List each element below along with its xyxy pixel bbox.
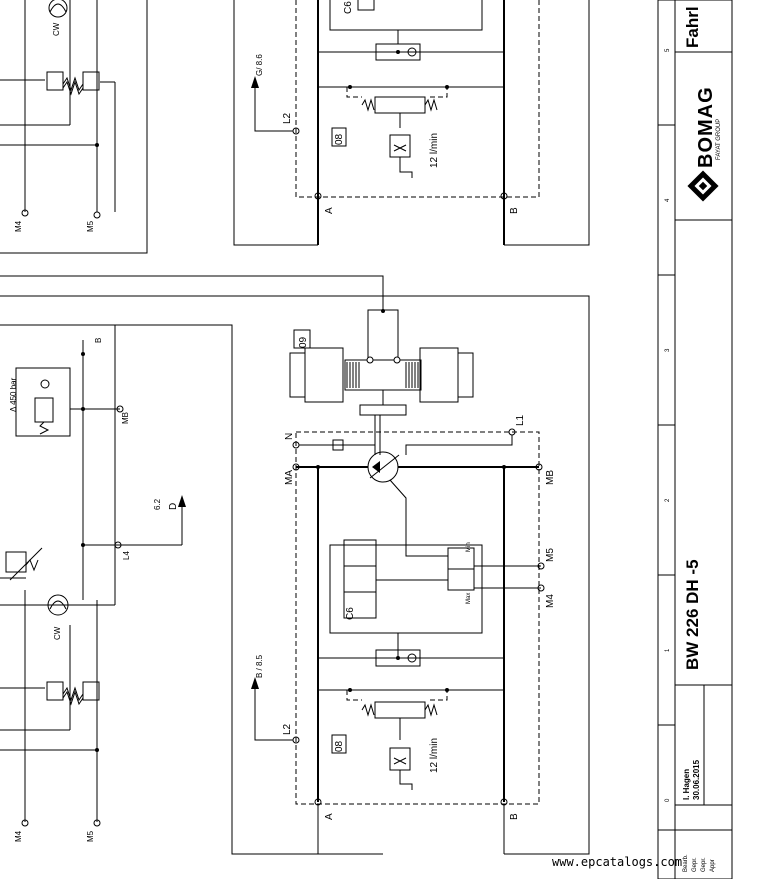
port-b-top: B (509, 207, 520, 214)
row-label-gepr-2: Gepr. (701, 857, 707, 872)
left-circuit-top: CW M4 M5 (0, 0, 148, 254)
pressure-label: Δ 450 bar (9, 377, 18, 412)
row-label-bearb: Bearb. (683, 854, 689, 872)
ref-d-number: 6.2 (153, 498, 162, 510)
port-b-left: B (94, 338, 103, 343)
brand-subtitle: FAYAT GROUP (716, 119, 722, 160)
port-l2-bottom: L2 (282, 723, 293, 735)
sheet-number-1: 1 (665, 648, 671, 652)
ref-b-label: B / 8.5 (255, 654, 264, 678)
flow-label-bottom: 12 l/min (429, 738, 440, 773)
cw-label-top: CW (52, 22, 61, 36)
sheet-number-5: 5 (665, 48, 671, 52)
flow-label-top: 12 l/min (429, 133, 440, 168)
port-l4-label: L4 (122, 551, 131, 560)
ref-g-label: G/ 8.6 (255, 54, 264, 76)
port-l2-top: L2 (282, 112, 293, 124)
component-08-bottom: 08 (334, 740, 345, 752)
drawing-title-fragment: Fahrl (683, 6, 702, 48)
brand-name: BOMAG (695, 86, 717, 168)
port-mb-label: MB (545, 470, 556, 485)
cw-label-bottom: CW (53, 626, 62, 640)
component-09-label: 09 (298, 336, 309, 348)
port-l1-label: L1 (515, 414, 526, 426)
title-block: 5 4 3 2 1 0 Fahrl BOMAG FAYAT GROUP BW 2… (657, 0, 733, 879)
row-label-gepr-1: Gepr. (692, 857, 698, 872)
sheet-number-0: 0 (665, 798, 671, 802)
port-a-bottom: A (324, 813, 335, 820)
component-08-top: 08 (334, 133, 345, 145)
lower-pump-circuit: 09 N L1 MA MB Min Max (251, 276, 590, 855)
c6-label-bottom: C6 (345, 607, 356, 620)
port-ma-label: MA (284, 470, 295, 485)
sheet-number-2: 2 (665, 498, 671, 502)
min-label: Min (466, 542, 472, 552)
c6-label-top: C6 (343, 1, 354, 14)
port-a-top: A (324, 207, 335, 214)
max-label: Max (466, 593, 472, 604)
port-m5-top: M5 (86, 220, 95, 232)
port-m4-top: M4 (14, 220, 23, 232)
port-n-label: N (284, 433, 295, 440)
port-b-bottom: B (509, 813, 520, 820)
port-mb-left: MB (121, 412, 130, 424)
port-m5-right: M5 (545, 548, 556, 562)
port-m4-bottom: M4 (14, 830, 23, 842)
bomag-logo-icon (687, 170, 719, 202)
sheet-number-4: 4 (665, 198, 671, 202)
port-m5-bottom: M5 (86, 830, 95, 842)
ref-d-label: D (168, 503, 179, 510)
author-name: I. Hagen (682, 769, 691, 800)
left-circuit-bottom: B Δ 450 bar MB L4 D 6.2 CW (0, 275, 384, 855)
sheet-number-3: 3 (665, 348, 671, 352)
port-m4-right: M4 (545, 594, 556, 608)
model-name: BW 226 DH -5 (683, 559, 702, 670)
watermark-text: www.epcatalogs.com (552, 855, 682, 869)
upper-motor-circuit: C6 12 l/min 08 G/ 8.6 L2 A B (233, 0, 590, 246)
author-date: 30.06.2015 (692, 759, 701, 800)
row-label-appr: Appr (710, 859, 716, 872)
